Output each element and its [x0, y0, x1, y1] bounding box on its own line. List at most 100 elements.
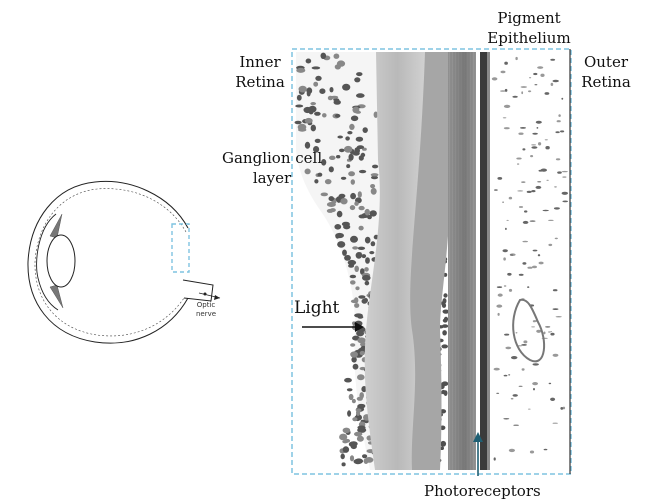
tissue-speck: [502, 249, 508, 253]
tissue-speck: [511, 356, 518, 360]
tissue-speck: [529, 450, 535, 454]
tissue-speck: [545, 326, 551, 328]
nucleus: [314, 111, 321, 116]
ganglion-cell-layer-label: Ganglion cell layer: [222, 148, 322, 188]
tissue-speck: [508, 196, 513, 200]
nucleus: [357, 191, 362, 198]
nucleus: [348, 153, 354, 161]
nucleus: [335, 233, 340, 239]
tissue-speck: [548, 243, 553, 247]
inner-retina-label-line2: Retina: [235, 73, 285, 91]
tissue-speck: [548, 331, 551, 333]
outer-retina-label-line2: Retina: [581, 73, 631, 91]
nucleus: [336, 155, 341, 159]
tissue-speck: [512, 95, 518, 98]
eye-globe: [27, 180, 189, 344]
pigment-epithelium-label: Pigment Epithelium: [484, 8, 574, 48]
tissue-speck: [538, 142, 542, 146]
nucleus: [362, 127, 368, 133]
tissue-speck: [515, 56, 518, 61]
tissue-speck: [550, 332, 555, 336]
tissue-speck: [493, 457, 496, 461]
tissue-speck: [532, 132, 538, 135]
nucleus: [441, 324, 449, 328]
nucleus: [340, 198, 348, 205]
tissue-speck: [550, 58, 556, 61]
iris-top: [49, 213, 63, 239]
tissue-speck: [558, 114, 561, 117]
nucleus: [355, 110, 361, 114]
nucleus: [349, 455, 355, 462]
tissue-speck: [561, 170, 568, 173]
tissue-speck: [557, 171, 562, 174]
nucleus: [337, 241, 346, 248]
tissue-speck: [503, 127, 510, 130]
nucleus: [350, 115, 359, 122]
tissue-speck: [548, 382, 552, 385]
nucleus: [354, 77, 361, 83]
nucleus: [350, 343, 356, 347]
nucleus: [350, 441, 358, 447]
ganglion-label-line2: layer: [252, 169, 292, 187]
tissue-speck: [535, 120, 542, 124]
tissue-speck: [497, 293, 503, 297]
nucleus: [348, 393, 354, 401]
tissue-speck: [555, 316, 562, 318]
tissue-speck: [508, 374, 511, 376]
nucleus: [351, 356, 357, 363]
tissue-speck: [560, 130, 565, 133]
nucleus: [364, 457, 374, 463]
tissue-speck: [504, 61, 508, 65]
pigment-epithelium-label-line2: Epithelium: [487, 29, 571, 47]
nucleus: [358, 225, 364, 231]
nucleus: [364, 208, 370, 216]
tissue-speck: [512, 394, 518, 397]
nucleus: [314, 179, 319, 184]
nucleus: [326, 202, 336, 207]
tissue-speck: [503, 374, 508, 377]
nucleus: [347, 131, 353, 135]
nucleus: [329, 87, 334, 93]
inner-retina-label: Inner Retina: [232, 52, 288, 92]
outer-retina-label-line1: Outer: [583, 53, 629, 71]
nucleus: [310, 124, 316, 132]
nucleus: [304, 141, 311, 149]
nucleus: [339, 148, 345, 153]
tissue-speck: [500, 90, 506, 92]
tissue-speck: [507, 272, 512, 276]
nucleus: [350, 280, 356, 285]
nucleus: [348, 264, 355, 268]
nucleus: [352, 246, 359, 250]
nucleus: [351, 398, 356, 404]
nucleus: [364, 267, 369, 272]
tissue-speck: [531, 146, 538, 149]
tissue-speck: [561, 97, 564, 100]
tissue-speck: [497, 312, 500, 316]
tissue-speck: [517, 190, 524, 192]
tissue-speck: [548, 219, 554, 221]
eye-schematic: [27, 180, 221, 344]
nucleus: [337, 135, 344, 139]
tissue-speck: [521, 368, 525, 371]
tissue-speck: [528, 90, 532, 93]
tissue-speck: [560, 407, 564, 410]
tissue-speck: [503, 104, 511, 108]
nucleus: [340, 176, 347, 180]
tissue-speck: [556, 120, 561, 123]
fiber-layer: [364, 52, 430, 470]
tissue-speck: [504, 88, 508, 92]
nucleus: [363, 298, 369, 303]
nucleus: [365, 257, 370, 264]
nucleus: [342, 427, 351, 434]
tissue-speck: [550, 397, 556, 401]
nucleus: [328, 196, 335, 202]
tissue-speck: [531, 144, 536, 146]
nucleus: [346, 388, 353, 392]
tissue-speck: [506, 219, 509, 221]
nucleus: [333, 53, 340, 59]
optic-nerve-label-line2: nerve: [195, 310, 217, 318]
nucleus: [344, 145, 353, 153]
nucleus: [305, 58, 312, 64]
nucleus: [369, 210, 377, 217]
